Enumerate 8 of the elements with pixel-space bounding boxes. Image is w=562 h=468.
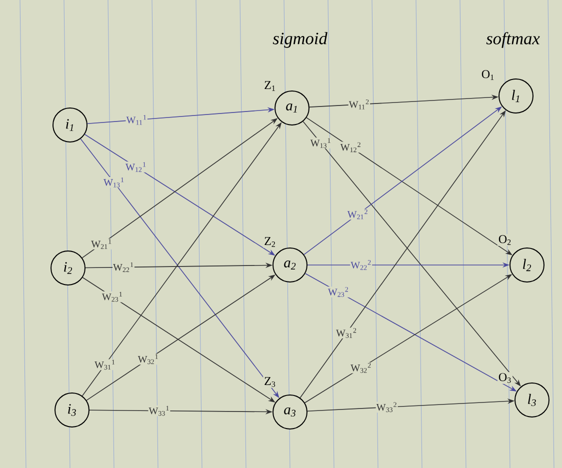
layer-heading: sigmoid	[272, 32, 328, 48]
node-caption: Z$_{3}$	[263, 376, 277, 388]
node-caption: Z$_{2}$	[263, 236, 277, 248]
node-caption: O$_{3}$	[497, 372, 513, 384]
node-caption: O$_{1}$	[480, 69, 496, 81]
node-caption: Z$_{1}$	[263, 80, 277, 92]
layer-heading: softmax	[486, 32, 540, 48]
node-caption: O$_{2}$	[497, 234, 513, 246]
